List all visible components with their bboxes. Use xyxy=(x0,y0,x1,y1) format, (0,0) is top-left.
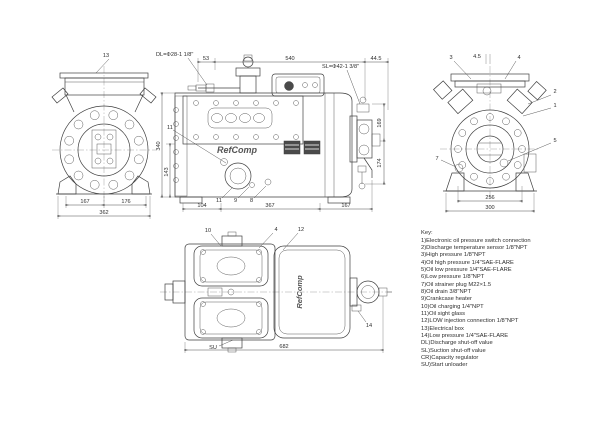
key-item: 13)Electrical box xyxy=(421,325,464,332)
dims-side-bottom: 104 367 167 xyxy=(182,180,373,212)
dim-167b: 167 xyxy=(341,203,350,209)
callout-electrical-box: 13 xyxy=(103,53,109,59)
callout-discharge-line: DL=Φ28-1 1/8" xyxy=(156,52,193,58)
dims-motor-end: 256 300 xyxy=(445,186,535,213)
dim-367: 367 xyxy=(265,203,274,209)
key-item: 6)Low pressure 1/8"NPT xyxy=(421,274,485,281)
key-item: 1)Electronic oil pressure switch connect… xyxy=(421,237,531,244)
key-item: 14)Low pressure 1/4"SAE-FLARE xyxy=(421,332,509,339)
plan-head-top xyxy=(193,231,269,287)
dim-167: 167 xyxy=(80,199,89,205)
dim-53: 53 xyxy=(203,56,209,62)
dim-362: 362 xyxy=(99,210,108,216)
dim-176: 176 xyxy=(121,199,130,205)
brand-logo-plan: RefComp xyxy=(295,275,304,309)
key-item: 2)Discharge temperature sensor 1/8"NPT xyxy=(421,244,528,251)
dims-side-right: 169 174 xyxy=(365,103,386,185)
dims-pump-end: 167 176 362 xyxy=(57,196,151,219)
callout-oil-high-pressure: 4 xyxy=(274,227,277,233)
key-item: 4)Oil high pressure 1/4"SAE-FLARE xyxy=(421,259,514,266)
dim-256: 256 xyxy=(485,195,494,201)
dim-169: 169 xyxy=(377,118,383,127)
dim-682: 682 xyxy=(279,344,288,350)
callout-drain: 8 xyxy=(250,198,253,204)
callout-oil-high: 4 xyxy=(517,55,520,61)
callout-heater: 9 xyxy=(234,198,237,204)
key-item: 11)Oil sight glass xyxy=(421,310,466,317)
callout-low-pressure: 14 xyxy=(366,323,372,329)
dims-side-top: 53 540 44.5 xyxy=(197,56,389,110)
key-item: CR)Capacity regulator xyxy=(421,355,479,361)
key-title: Key: xyxy=(421,230,433,236)
suction-valve-side xyxy=(349,96,381,190)
dim-540: 540 xyxy=(285,56,294,62)
plan-head-bottom xyxy=(193,297,269,353)
callout-oil-charging: 10 xyxy=(205,228,211,234)
key-item: 5)Oil low pressure 1/4"SAE-FLARE xyxy=(421,266,512,273)
dims-plan: 682 xyxy=(184,296,384,353)
view-pump-end: 13 xyxy=(51,53,157,219)
dim-143: 143 xyxy=(164,167,170,176)
dim-174: 174 xyxy=(377,158,383,167)
plan-suction-valve xyxy=(349,277,392,312)
key-item: SL)Suction shut-off value xyxy=(421,347,486,354)
callouts-side: 11 11 9 8 xyxy=(167,125,267,204)
oil-pump-side xyxy=(220,158,272,190)
key-legend: Key: 1)Electronic oil pressure switch co… xyxy=(421,230,596,370)
callout-injection: 12 xyxy=(298,227,304,233)
view-plan: RefComp 10 4 12 SU 14 xyxy=(160,227,392,353)
brand-logo: RefComp xyxy=(217,145,258,155)
dims-side-left: 340 143 xyxy=(156,92,175,198)
key-item: 12)LOW injection connection 1/8"NPT xyxy=(421,318,519,325)
key-item: 8)Oil drain 3/8"NPT xyxy=(421,288,472,295)
dim-44-5: 44.5 xyxy=(371,56,382,62)
key-item: DL)Discharge shut-off value xyxy=(421,340,493,347)
electrical-box-side xyxy=(271,73,325,97)
key-item: 9)Crankcase heater xyxy=(421,296,472,303)
key-item: 3)High pressure 1/8"NPT xyxy=(421,252,486,259)
callouts-plan: 10 4 12 SU 14 xyxy=(205,227,372,351)
callout-oil-low: 5 xyxy=(553,138,556,144)
callout-suction-line: SL=Φ42-1 3/8" xyxy=(322,64,359,70)
top-fittings-side xyxy=(187,54,261,94)
callout-oil-switch: 1 xyxy=(553,103,556,109)
bolt-ring xyxy=(64,110,144,190)
key-item: SU)Start unloader xyxy=(421,362,468,369)
callout-strainer-plug: 7 xyxy=(435,156,438,162)
dim-4-5: 4.5 xyxy=(473,54,481,60)
callout-discharge-sensor: 2 xyxy=(553,89,556,95)
bolt-ring-motor xyxy=(454,113,526,185)
callout-oil-pump: 11 xyxy=(216,198,222,204)
dim-340: 340 xyxy=(156,141,162,150)
dim-300: 300 xyxy=(485,205,494,211)
dim-104: 104 xyxy=(197,203,206,209)
cylinder-head-side xyxy=(182,95,304,145)
callout-start-unloader: SU xyxy=(209,345,217,351)
view-motor-end: 3 4.5 4 2 1 5 7 256 300 xyxy=(433,54,557,213)
key-item: 7)Oil strainer plug M22×1.5 xyxy=(421,281,492,288)
callout-sight-glass: 11 xyxy=(167,125,173,131)
key-item: 10)Oil charging 1/4"NPT xyxy=(421,303,484,310)
vent-grilles xyxy=(283,140,321,155)
view-side: DL=Φ28-1 1/8" SL=Φ42-1 3/8" 53 540 44.5 xyxy=(156,52,389,212)
callout-high-pressure: 3 xyxy=(449,55,452,61)
callouts-motor: 3 4.5 4 2 1 5 7 xyxy=(435,54,557,168)
